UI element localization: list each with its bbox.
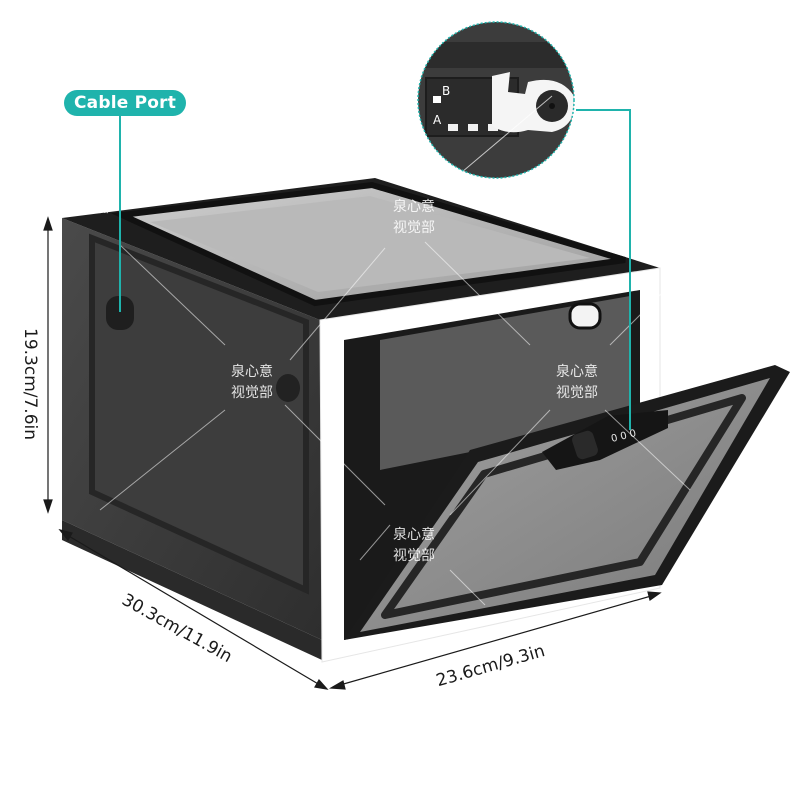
watermark-lines [99,241,691,606]
watermark: 泉心意 视觉部 [393,525,435,567]
watermark-line1: 泉心意 [393,527,435,543]
watermark-line2: 视觉部 [70,200,112,216]
inset-label-b: B [442,84,450,98]
combination-lock: 0 0 0 [542,410,668,470]
watermark-line1: 泉心意 [231,364,273,380]
watermark-line1: 泉心意 [393,199,435,215]
height-dimension-label: 19.3cm/7.6in [20,328,40,441]
box-left-side [62,218,322,660]
watermark: 泉心意 视觉部 [393,197,435,239]
side-handle-hole [276,374,300,402]
cable-port-hole [106,296,134,330]
watermark-line1: 泉心意 [556,364,598,380]
box-front-door: 0 0 0 [344,365,790,640]
watermark-line2: 视觉部 [231,385,273,401]
inset-label-a: A [433,113,442,127]
watermark-line2: 视觉部 [556,385,598,401]
lock-leader-line [576,109,631,430]
dimension-lines [43,216,662,690]
cable-port-callout: Cable Port [64,90,187,116]
watermark-line2: 视觉部 [393,220,435,236]
back-handle-hole [568,302,602,330]
watermark: 泉心意 视觉部 [556,362,598,404]
watermark-line2: 视觉部 [393,548,435,564]
lock-detail-inset: B A [417,21,575,179]
watermark-partial: 视觉部 [70,198,112,219]
box-lid [62,178,660,320]
watermark: 泉心意 视觉部 [231,362,273,404]
